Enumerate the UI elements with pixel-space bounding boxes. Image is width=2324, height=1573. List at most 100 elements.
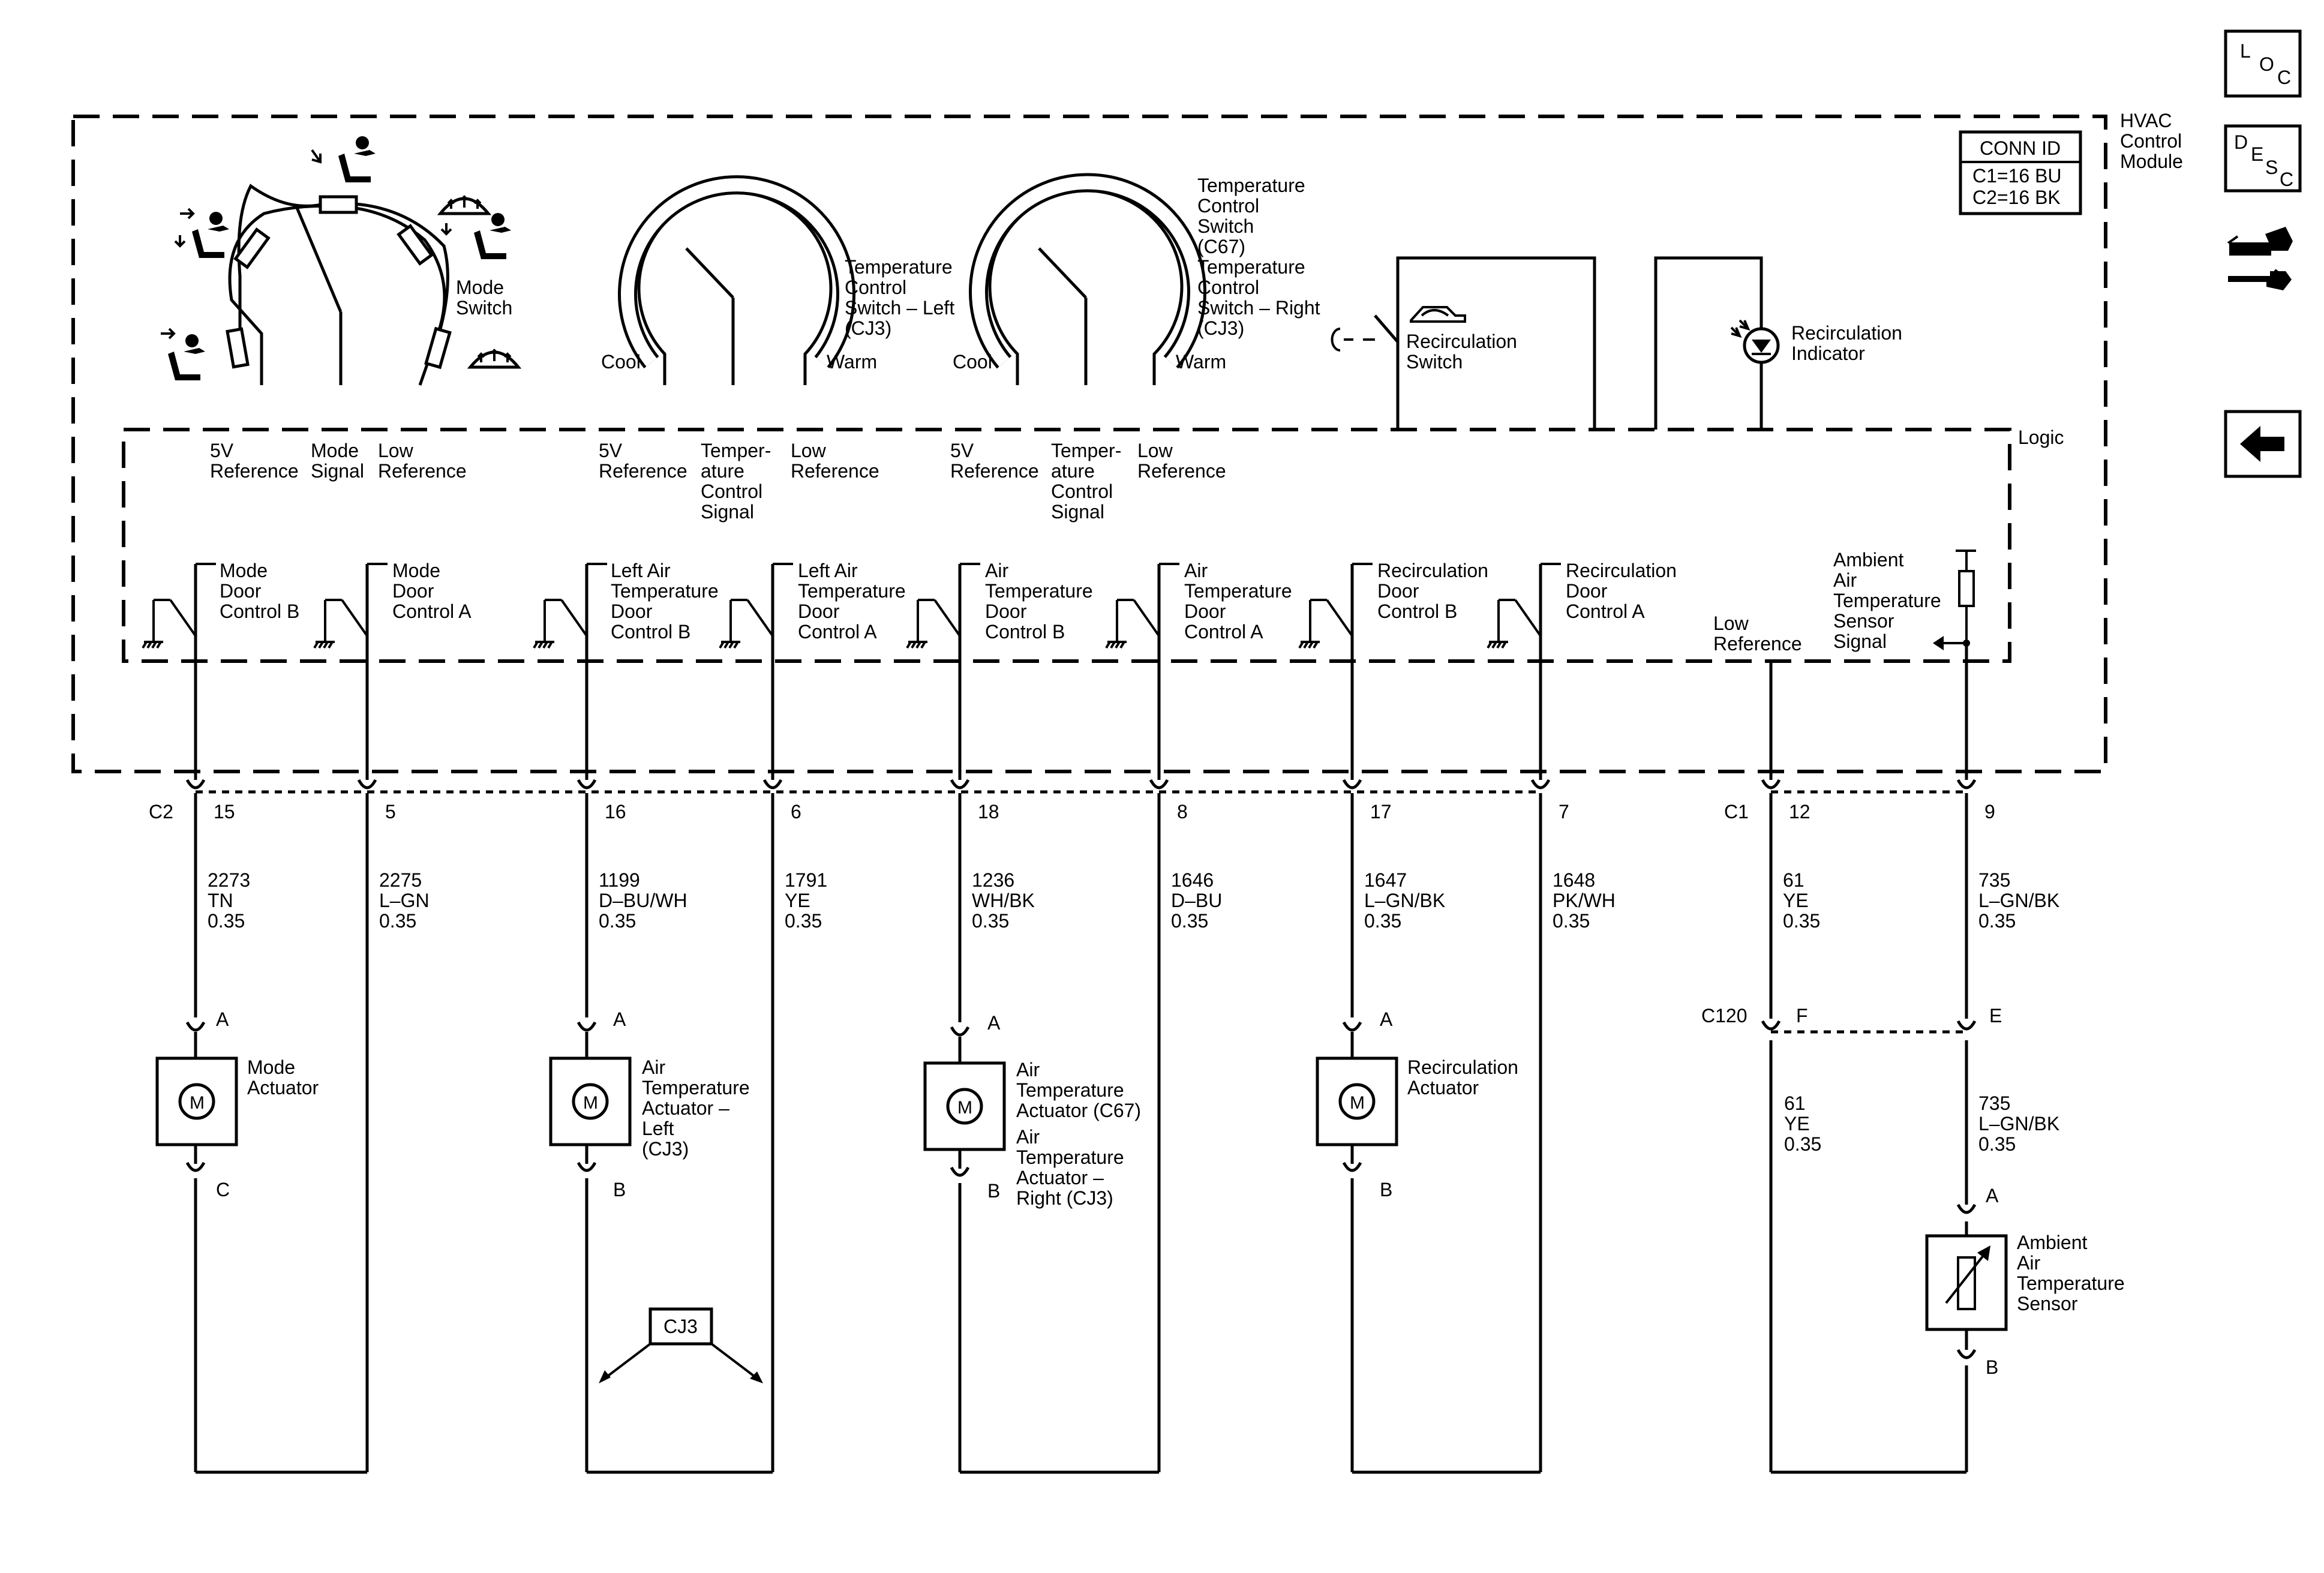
svg-text:C1=16 BU: C1=16 BU: [1972, 165, 2062, 187]
svg-text:Control B: Control B: [985, 621, 1065, 643]
wire-label: L–GN/BK: [1364, 890, 1445, 911]
wire-label: 735: [1978, 869, 2010, 891]
floor-defrost-icon: [440, 197, 511, 259]
connector-terminal: [577, 1021, 597, 1032]
wire-label: 0.35: [1553, 910, 1590, 932]
connector-terminal: [577, 1161, 597, 1172]
connector-terminal: [1342, 779, 1362, 789]
back-arrow-icon[interactable]: [2224, 410, 2302, 478]
svg-text:Reference: Reference: [1713, 633, 1802, 655]
connector-terminal: [185, 1021, 206, 1032]
pin-6: 6: [791, 801, 801, 822]
svg-text:A: A: [987, 1012, 1001, 1034]
svg-text:0.35: 0.35: [1784, 1133, 1821, 1155]
svg-text:Actuator (C67): Actuator (C67): [1016, 1100, 1141, 1121]
svg-text:Control: Control: [2120, 130, 2182, 152]
location-button[interactable]: L O C: [2224, 29, 2302, 98]
wire-label: PK/WH: [1553, 890, 1616, 911]
wire-label: 1646: [1171, 869, 1214, 891]
svg-text:Door: Door: [798, 601, 840, 622]
defrost-icon: [470, 350, 518, 367]
svg-text:Temperature: Temperature: [1016, 1079, 1124, 1101]
svg-text:Switch – Left: Switch – Left: [845, 297, 954, 319]
svg-text:Control A: Control A: [1566, 601, 1645, 622]
svg-text:Door: Door: [985, 601, 1027, 622]
wire-label: YE: [1783, 890, 1809, 911]
description-button[interactable]: D E S C: [2224, 124, 2302, 193]
connector-end-view-icon[interactable]: [2227, 227, 2293, 290]
svg-text:Door: Door: [1566, 580, 1608, 602]
wire-label: TN: [208, 890, 233, 911]
svg-text:Temperature: Temperature: [798, 580, 906, 602]
svg-text:C120: C120: [1701, 1005, 1747, 1026]
wire-label: L–GN: [379, 890, 430, 911]
temp-control-switch-right: Cool Warm Temperature Control Switch (C6…: [950, 173, 1320, 523]
svg-text:Recirculation: Recirculation: [1406, 331, 1517, 352]
svg-text:Ambient: Ambient: [2017, 1232, 2088, 1253]
svg-text:Control: Control: [1051, 481, 1113, 502]
connector-terminal: [357, 779, 377, 789]
svg-text:Reference: Reference: [599, 460, 687, 482]
connector-terminal: [1342, 1021, 1362, 1032]
air-temp-actuator-left: M A B Air Temperature Actuator – Left (C…: [549, 1008, 750, 1200]
svg-text:Door: Door: [392, 580, 434, 602]
svg-text:Temperature: Temperature: [1197, 256, 1305, 278]
svg-text:Switch: Switch: [1406, 351, 1463, 373]
svg-text:Mode: Mode: [392, 560, 440, 581]
svg-text:L: L: [2240, 40, 2251, 62]
connector-terminal: [185, 1161, 206, 1172]
svg-text:Recirculation: Recirculation: [1377, 560, 1488, 581]
wire-harness: 152273TN0.3552275L–GN0.35161199D–BU/WH0.…: [185, 564, 2059, 1474]
air-temp-actuator-right: M A B Air Temperature Actuator (C67) Air…: [923, 1012, 1141, 1209]
svg-text:Reference: Reference: [950, 460, 1039, 482]
wire-label: 1236: [972, 869, 1014, 891]
svg-text:B: B: [987, 1180, 1000, 1202]
svg-text:Actuator: Actuator: [1407, 1077, 1479, 1098]
svg-text:O: O: [2259, 53, 2274, 75]
wire-label: 1647: [1364, 869, 1407, 891]
svg-text:Ambient: Ambient: [1833, 549, 1904, 571]
svg-text:Temperature: Temperature: [845, 256, 953, 278]
recirculation-actuator: M A B Recirculation Actuator: [1316, 1008, 1518, 1200]
pin-9: 9: [1984, 801, 1995, 822]
svg-text:L–GN/BK: L–GN/BK: [1978, 1113, 2059, 1134]
svg-text:M: M: [583, 1093, 598, 1113]
svg-text:Actuator –: Actuator –: [1016, 1167, 1104, 1188]
svg-text:Temperature: Temperature: [642, 1077, 750, 1098]
wire-label: 61: [1783, 869, 1804, 891]
svg-text:Control B: Control B: [220, 601, 299, 622]
floor-vent-icon: [311, 136, 376, 182]
svg-text:B: B: [1986, 1356, 1998, 1378]
svg-text:Air: Air: [1833, 569, 1857, 591]
pin-12: 12: [1789, 801, 1810, 822]
connector-terminal: [1342, 1161, 1362, 1172]
connector-terminal: [577, 779, 597, 789]
mode-actuator: M A C Mode Actuator: [155, 1008, 319, 1200]
svg-text:M: M: [1350, 1093, 1365, 1113]
svg-text:B: B: [613, 1179, 626, 1200]
svg-text:Control: Control: [1197, 277, 1259, 298]
svg-text:Switch – Right: Switch – Right: [1197, 297, 1320, 319]
svg-text:Sensor: Sensor: [1833, 610, 1894, 632]
svg-text:Temperature: Temperature: [611, 580, 719, 602]
lower-wire-61: 61 YE 0.35: [1784, 1092, 1821, 1155]
svg-text:61: 61: [1784, 1092, 1806, 1114]
svg-text:F: F: [1796, 1005, 1808, 1026]
pin-16: 16: [605, 801, 626, 822]
svg-text:Warm: Warm: [827, 351, 877, 373]
svg-text:Temperature: Temperature: [2017, 1272, 2125, 1294]
svg-text:Door: Door: [611, 601, 653, 622]
svg-text:Temper-: Temper-: [701, 440, 771, 461]
svg-text:Recirculation: Recirculation: [1791, 322, 1902, 344]
svg-text:Low: Low: [378, 440, 414, 461]
module-name: HVAC Control Module: [2120, 110, 2183, 172]
mode-switch: Mode Switch 5V Reference Mode Signal Low…: [161, 136, 518, 482]
svg-text:C: C: [2280, 169, 2293, 190]
connector-terminal: [1956, 1203, 1977, 1214]
wire-label: WH/BK: [972, 890, 1035, 911]
svg-text:Signal: Signal: [701, 501, 754, 523]
